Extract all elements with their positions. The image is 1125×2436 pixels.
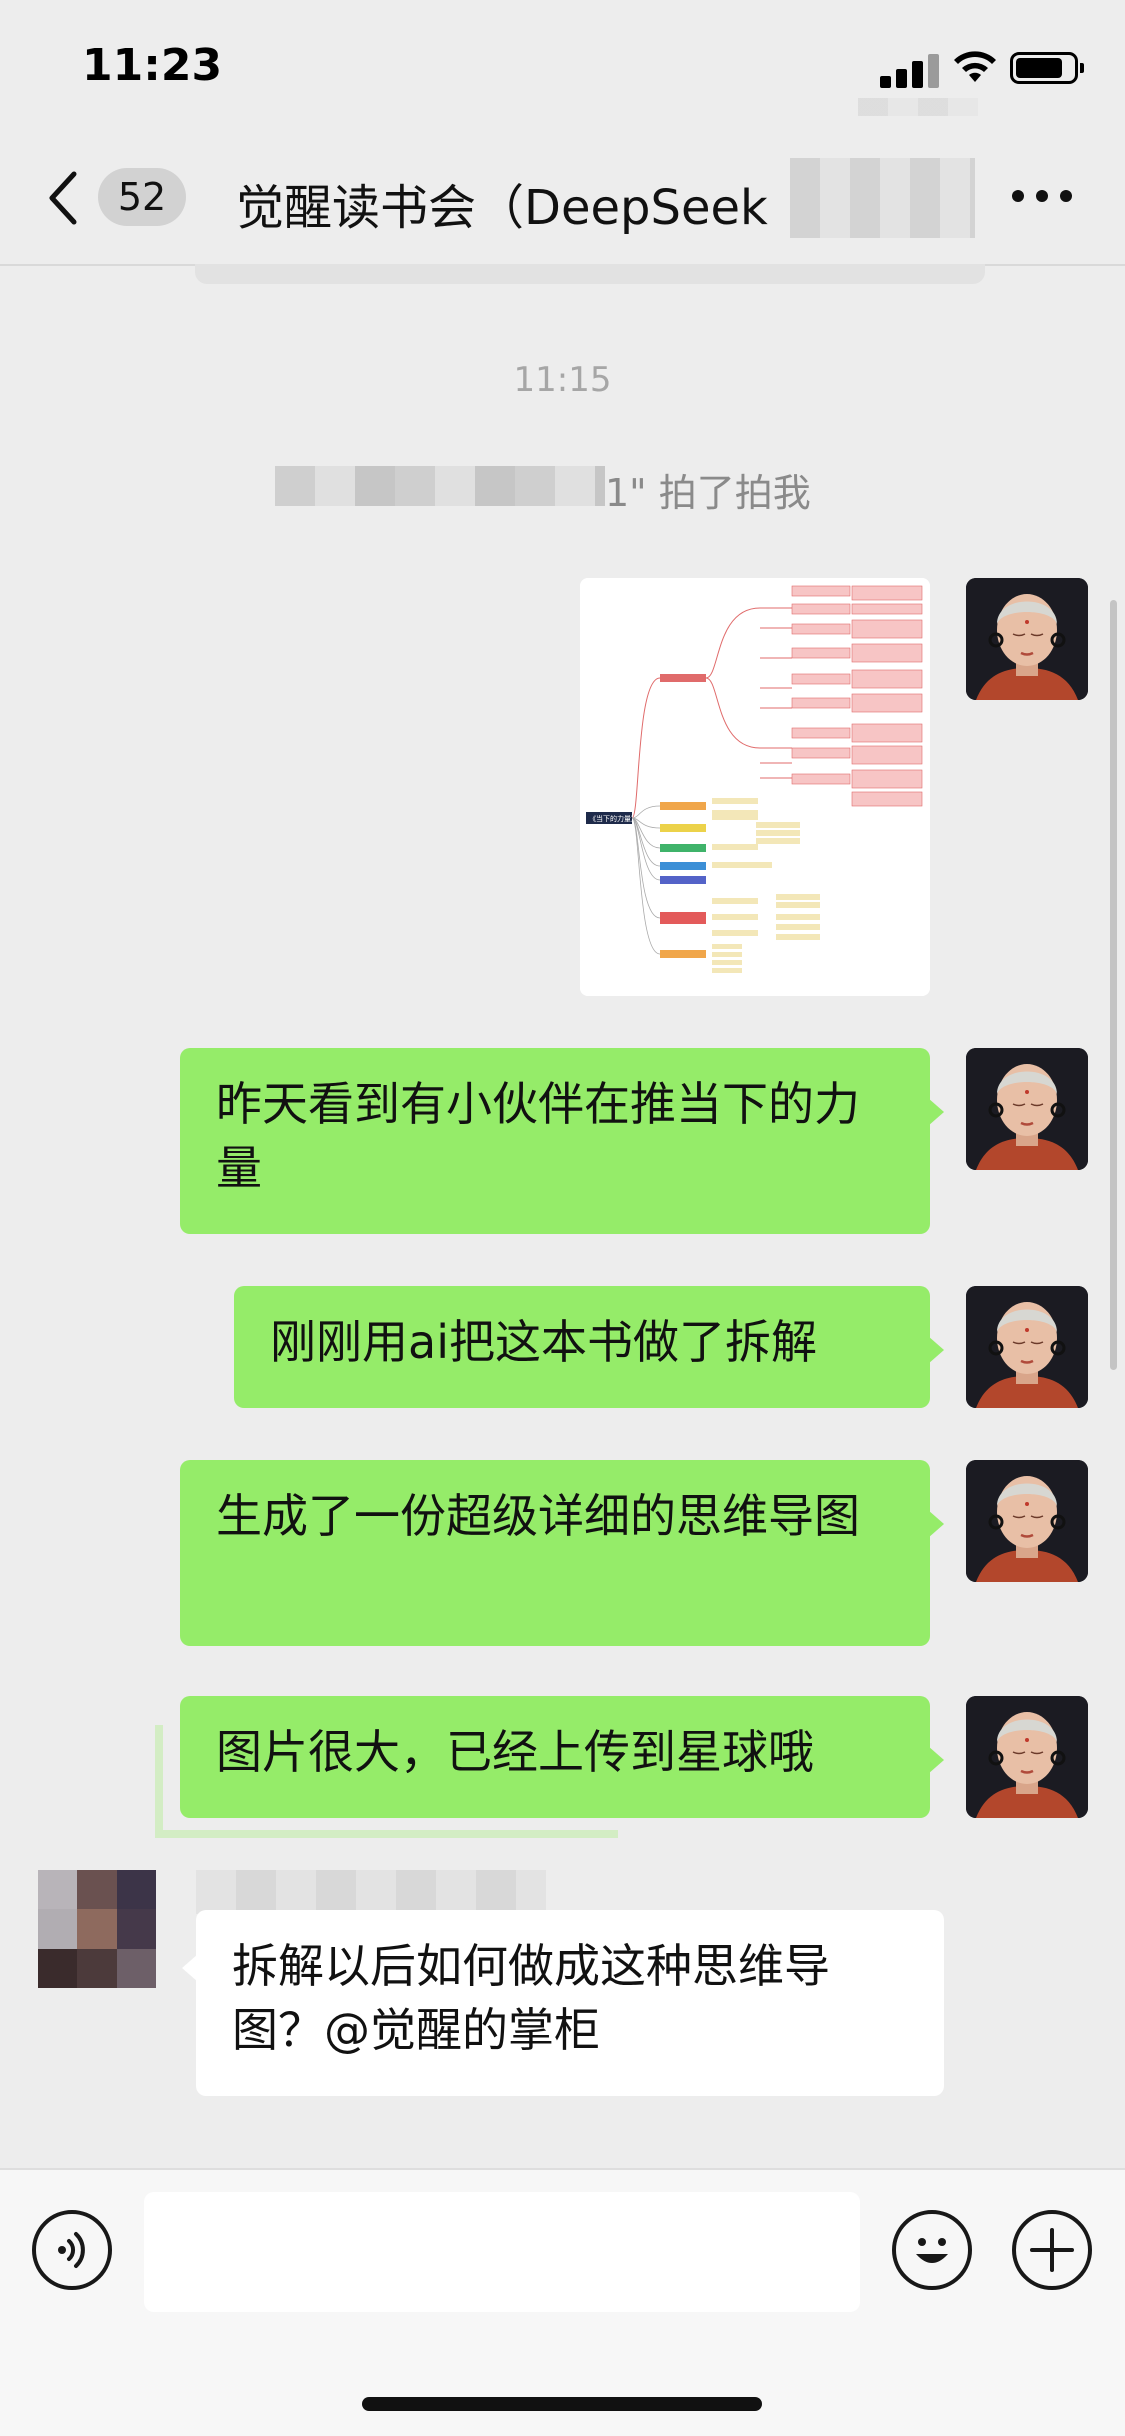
incoming-message-bubble[interactable]: 拆解以后如何做成这种思维导图？@觉醒的掌柜	[182, 1910, 944, 2096]
my-avatar[interactable]	[966, 1048, 1088, 1170]
avatar-portrait-icon	[966, 1286, 1088, 1408]
my-avatar[interactable]	[966, 1286, 1088, 1408]
name-mosaic	[275, 466, 605, 506]
unread-count-badge[interactable]: 52	[98, 168, 186, 226]
avatar-portrait-icon	[966, 1048, 1088, 1170]
more-dots-icon[interactable]	[1012, 190, 1072, 204]
chat-input-bar	[0, 2168, 1125, 2436]
voice-button[interactable]	[32, 2210, 112, 2290]
status-time: 11:23	[82, 40, 223, 91]
outgoing-message-bubble[interactable]: 刚刚用ai把这本书做了拆解	[234, 1286, 944, 1408]
outgoing-message-bubble[interactable]: 图片很大，已经上传到星球哦	[180, 1696, 944, 1818]
avatar-portrait-icon	[966, 1696, 1088, 1818]
chat-title: 觉醒读书会（DeepSeek	[236, 180, 768, 236]
mindmap-root-label: 《当下的力量》	[589, 814, 638, 823]
plus-button[interactable]	[1012, 2210, 1092, 2290]
sender-avatar-mosaic[interactable]	[38, 1870, 156, 1988]
chat-header: 52 觉醒读书会（DeepSeek	[0, 130, 1125, 266]
avatar-portrait-icon	[966, 1460, 1088, 1582]
overlay-artifact	[155, 1725, 618, 1838]
status-bar: 11:23	[0, 0, 1125, 130]
mindmap-image: 《当下的力量》	[580, 578, 930, 996]
previous-card-edge	[195, 264, 985, 284]
cellular-signal-icon	[880, 52, 940, 88]
mindmap-image-message[interactable]: 《当下的力量》	[580, 578, 930, 996]
chevron-left-icon[interactable]	[44, 170, 84, 226]
emoji-button[interactable]	[892, 2210, 972, 2290]
home-indicator[interactable]	[362, 2397, 762, 2411]
message-timestamp: 11:15	[513, 360, 612, 400]
title-mosaic	[790, 158, 975, 238]
my-avatar[interactable]	[966, 1460, 1088, 1582]
sender-name-mosaic	[196, 1870, 546, 1914]
avatar-portrait-icon	[966, 578, 1088, 700]
wifi-icon	[954, 51, 996, 82]
scrollbar[interactable]	[1110, 600, 1117, 1370]
status-mosaic	[858, 98, 978, 116]
battery-icon	[1010, 52, 1084, 84]
pat-system-message: 1" 拍了拍我	[275, 462, 875, 515]
system-message-text: 1" 拍了拍我	[605, 471, 811, 515]
voice-icon	[58, 2232, 85, 2268]
message-input[interactable]	[144, 2192, 860, 2312]
emoji-icon	[916, 2238, 948, 2263]
my-avatar[interactable]	[966, 578, 1088, 700]
outgoing-message-bubble[interactable]: 昨天看到有小伙伴在推当下的力量	[180, 1048, 944, 1234]
outgoing-message-bubble[interactable]: 生成了一份超级详细的思维导图	[180, 1460, 944, 1646]
plus-icon	[1030, 2228, 1074, 2272]
my-avatar[interactable]	[966, 1696, 1088, 1818]
